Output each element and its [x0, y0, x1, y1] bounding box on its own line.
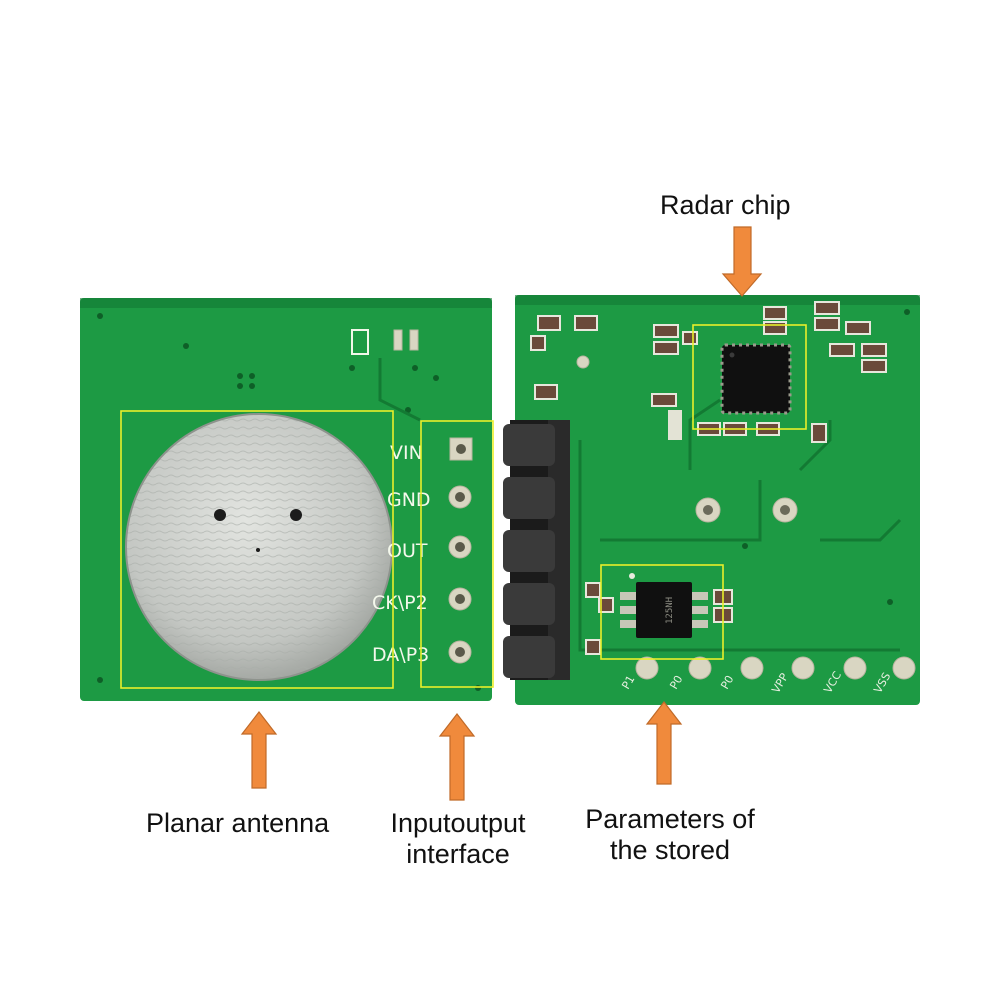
- arrow-parameters: [645, 701, 683, 785]
- pin-label-vin: VIN: [390, 442, 423, 464]
- right-pcb-board: [515, 295, 920, 705]
- bottom-pad-labels: P1 P0 P0 VPP VCC VSS: [619, 669, 893, 696]
- pin-labels: VIN GND OUT CK\P2 DA\P3: [372, 442, 431, 666]
- arrow-radar-chip: [721, 226, 763, 297]
- caption-io-interface-line1: Inputoutput: [390, 808, 526, 838]
- pin-label-ck-p2: CK\P2: [372, 592, 428, 614]
- caption-io-interface-line2: interface: [406, 839, 510, 869]
- memory-chip: 125NH: [620, 573, 708, 638]
- pad-label-p0a: P0: [667, 673, 685, 691]
- caption-planar-antenna: Planar antenna: [146, 808, 330, 838]
- caption-parameters-line1: Parameters of: [585, 804, 755, 834]
- caption-io-interface: Inputoutput interface: [380, 808, 536, 870]
- arrow-planar-antenna: [240, 711, 278, 789]
- caption-parameters: Parameters of the stored: [572, 804, 768, 866]
- pad-label-p0b: P0: [718, 673, 736, 691]
- pin-label-gnd: GND: [387, 489, 431, 511]
- io-interface-highlight-box: [420, 420, 494, 688]
- caption-radar-chip: Radar chip: [660, 190, 791, 220]
- planar-antenna: [125, 413, 393, 681]
- pin-label-out: OUT: [387, 540, 428, 562]
- memory-chip-marking: 125NH: [665, 597, 675, 624]
- radar-chip-highlight-box: [692, 324, 807, 430]
- io-pads: [448, 437, 473, 664]
- caption-parameters-line2: the stored: [609, 835, 731, 865]
- smd-components: [530, 301, 887, 655]
- pin-label-da-p3: DA\P3: [372, 644, 429, 666]
- bottom-pads: [635, 656, 916, 680]
- pad-label-p1: P1: [619, 673, 637, 691]
- antenna-highlight-box: [120, 410, 394, 689]
- pin-header: [503, 420, 570, 680]
- radar-chip: [720, 343, 792, 415]
- arrow-io-interface: [438, 713, 476, 801]
- memory-highlight-box: [600, 564, 724, 660]
